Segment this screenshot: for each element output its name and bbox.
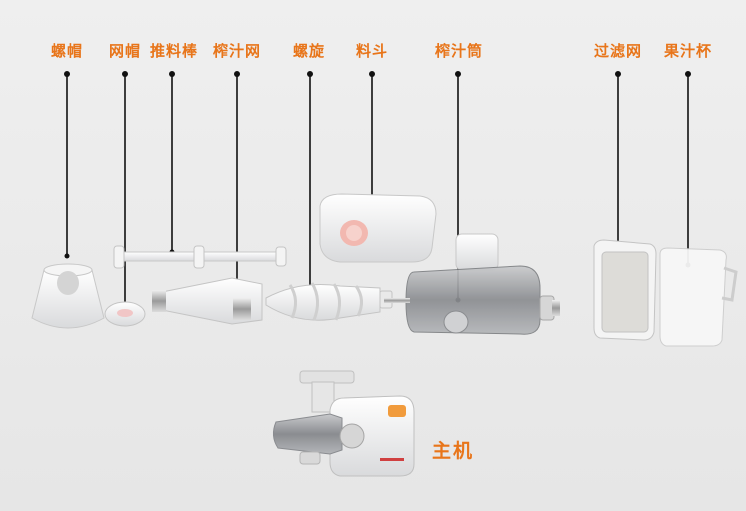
mesh-cap-illustration <box>104 301 146 327</box>
juicing-screen-illustration <box>152 277 263 325</box>
pointer-dot-juicing-screen <box>234 71 240 77</box>
main-unit-label: 主机 <box>432 440 475 462</box>
part-label-pusher: 推料棒 <box>149 42 199 60</box>
part-label-auger: 螺旋 <box>292 42 326 60</box>
juice-cup-illustration <box>659 247 738 347</box>
pointer-dot-filter-screen <box>615 71 621 77</box>
filter-screen-illustration <box>593 239 657 341</box>
part-label-nut-cap: 螺帽 <box>50 42 84 60</box>
part-label-juicing-drum: 榨汁筒 <box>434 42 484 60</box>
nut-cap-illustration <box>31 263 105 329</box>
pointer-dot-mesh-cap <box>122 71 128 77</box>
main-unit-illustration <box>272 370 415 477</box>
part-label-hopper: 料斗 <box>355 42 389 60</box>
auger-illustration <box>265 282 393 321</box>
pusher-illustration <box>113 245 287 269</box>
juicing-drum-illustration <box>384 233 560 335</box>
pointer-dot-juice-cup <box>685 71 691 77</box>
pointer-dot-juicing-drum <box>455 71 461 77</box>
part-label-juicing-screen: 榨汁网 <box>212 42 262 60</box>
part-label-mesh-cap: 网帽 <box>108 42 142 60</box>
pointer-dot-auger <box>307 71 313 77</box>
part-label-filter-screen: 过滤网 <box>593 42 643 60</box>
pointer-dot-nut-cap <box>64 71 70 77</box>
part-label-juice-cup: 果汁杯 <box>663 42 713 60</box>
pointer-dot-pusher <box>169 71 175 77</box>
hopper-illustration <box>319 193 437 263</box>
pointer-dot-hopper <box>369 71 375 77</box>
